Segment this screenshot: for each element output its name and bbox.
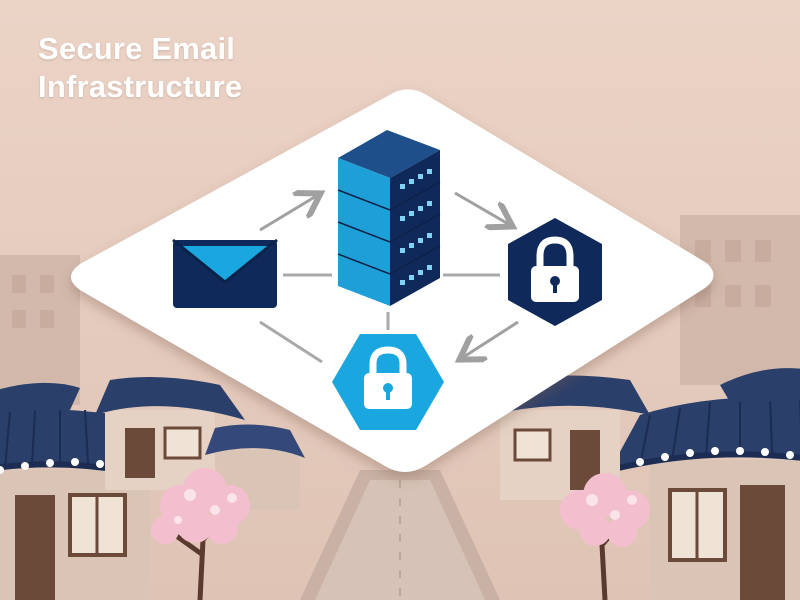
page-title: Secure Email Infrastructure <box>38 30 242 106</box>
right-cherry-blossom-tree <box>560 473 650 600</box>
server-unit <box>338 182 440 242</box>
arrow-server-to-lock <box>454 191 510 225</box>
title-line-2: Infrastructure <box>38 69 243 104</box>
right-hanok-house <box>480 368 800 600</box>
connector-lines <box>259 273 500 364</box>
envelope-icon <box>172 238 278 308</box>
street <box>300 470 500 600</box>
title-line-1: Secure Email <box>38 31 236 66</box>
left-cherry-blossom-tree <box>151 468 250 600</box>
server-unit <box>338 214 440 274</box>
padlock-icon <box>332 334 444 430</box>
left-hanok-house <box>0 376 305 600</box>
arrow-email-to-server <box>259 195 318 232</box>
flow-arrows <box>259 191 519 358</box>
arrow-lock-to-lock <box>462 320 519 358</box>
background-buildings <box>0 215 800 405</box>
padlock-icon <box>508 218 602 326</box>
server-unit <box>338 246 440 306</box>
server-stack-icon <box>337 130 441 306</box>
server-unit <box>338 130 440 210</box>
